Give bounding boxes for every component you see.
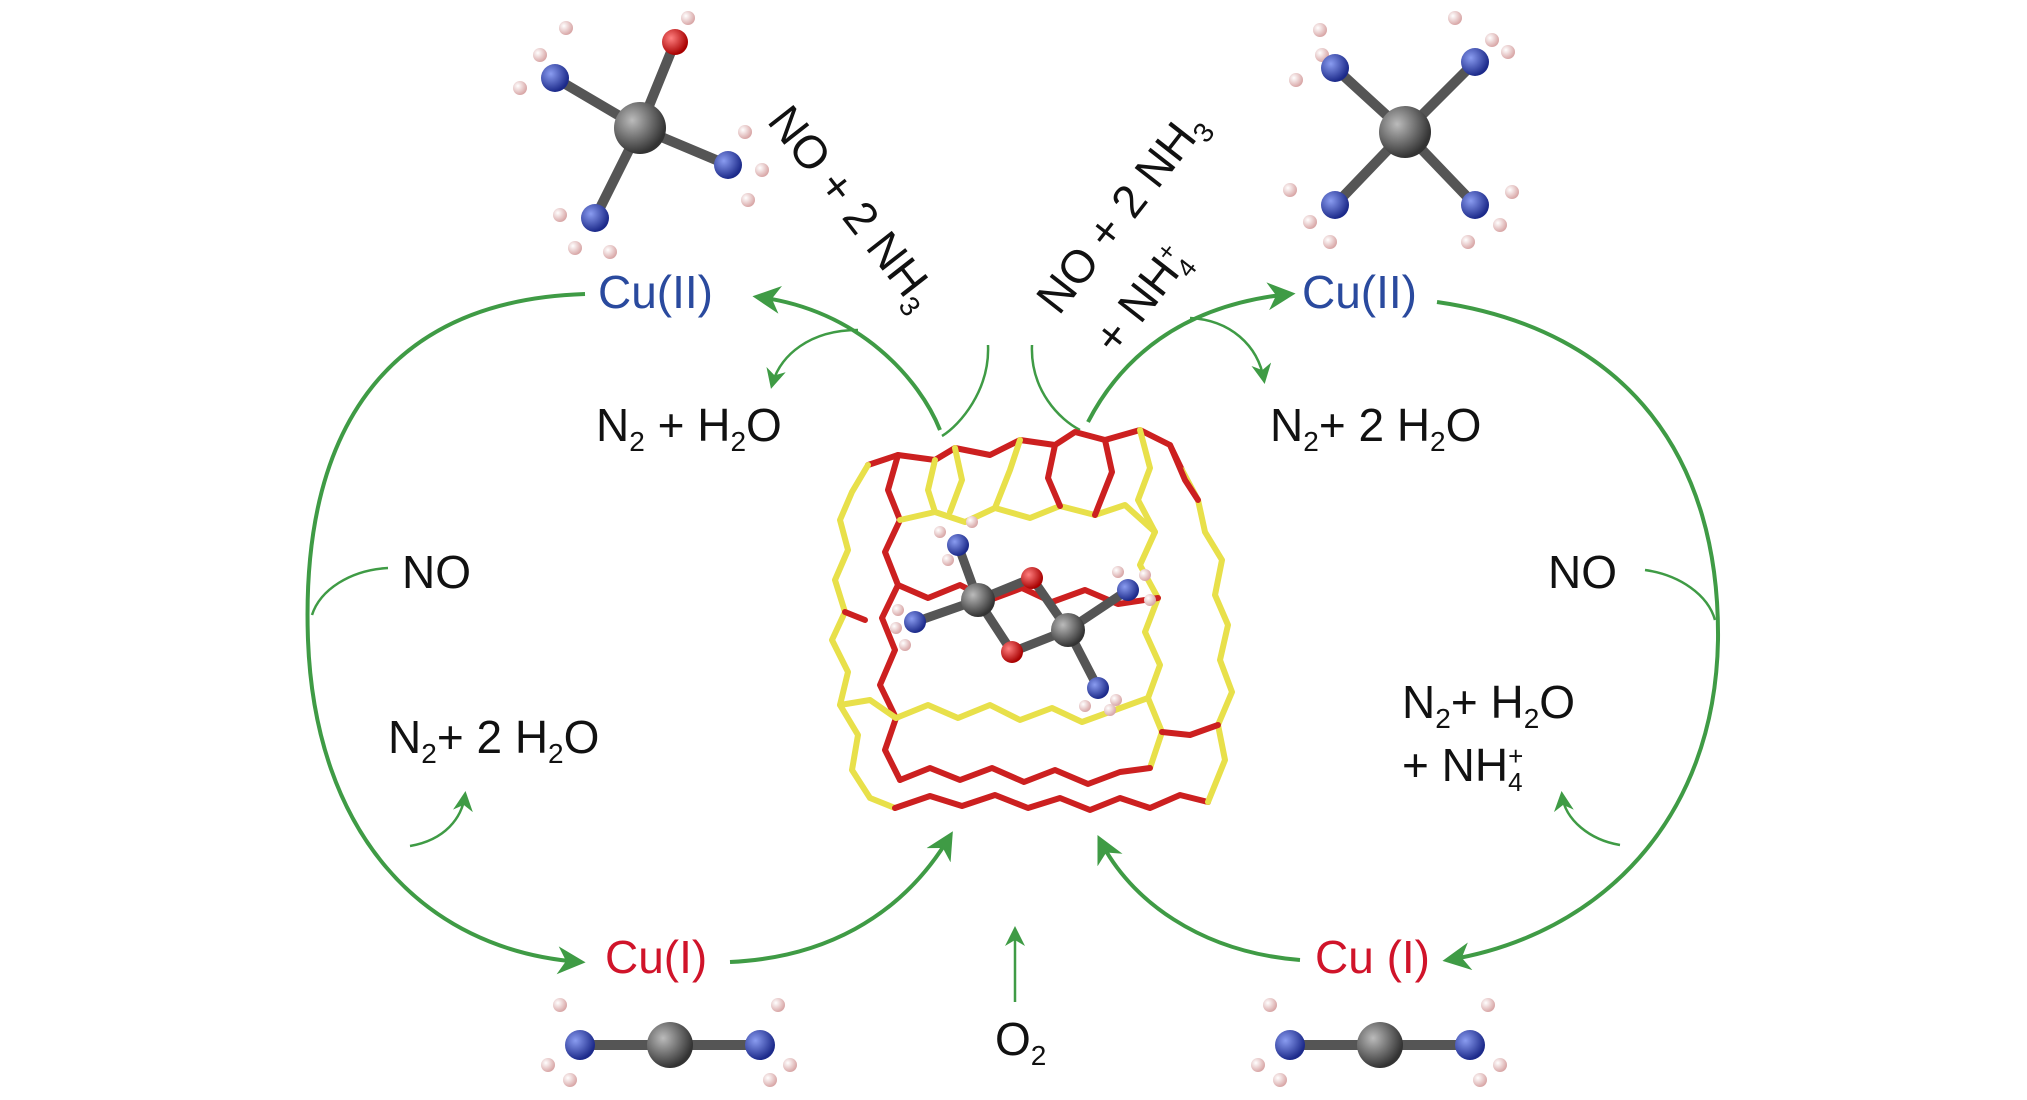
right-arrow-center-to-cu2 (1086, 282, 1296, 423)
right-arrow-cu1-to-center (1097, 834, 1301, 962)
right-top-reactant-branch (1030, 344, 1081, 432)
molecule-top-right (1283, 11, 1519, 249)
pt: + H (644, 399, 731, 451)
pt: + NH (1402, 739, 1509, 791)
pt: N (1270, 399, 1304, 451)
pt: O (746, 399, 782, 451)
pt-sub: 2 (730, 426, 747, 458)
pt: N (596, 399, 630, 451)
o2-sub: 2 (1030, 1040, 1047, 1072)
pt-sub: 2 (1435, 703, 1451, 735)
pt: N (388, 711, 422, 763)
center-cu-atom (1051, 613, 1085, 647)
pt-sub: 2 (548, 738, 564, 770)
left-arc-cu2-to-cu1 (305, 292, 586, 975)
molecule-bottom-left (541, 998, 797, 1087)
pt: N (1402, 676, 1436, 728)
right-cycle-arrows (1086, 282, 1721, 971)
pt-sub: 2 (1430, 426, 1446, 458)
pt-sub: 2 (629, 426, 645, 458)
pt-sup: + (1508, 740, 1524, 771)
pt-sub: 2 (1303, 426, 1319, 458)
left-bottom-product-branch (409, 791, 473, 848)
molecule-bottom-right (1251, 998, 1507, 1087)
left-top-product-branch (766, 328, 859, 389)
cu2-left-label: Cu(II) (598, 266, 713, 318)
pt-sub: 2 (421, 738, 437, 770)
right-no-branch (1644, 568, 1717, 621)
center-o-atom (1001, 641, 1023, 663)
product-top-left: N2 + H2O (596, 398, 782, 458)
left-small-arrows (310, 328, 990, 848)
zeolite-cage (829, 427, 1235, 813)
cu-dimer-complex (890, 516, 1156, 716)
molecule-top-left (513, 11, 769, 259)
no-left-label: NO (402, 546, 471, 598)
left-cycle-arrows (305, 285, 953, 975)
center-o-atom (1021, 567, 1043, 589)
cu2-right-label: Cu(II) (1302, 266, 1417, 318)
center-n-atom (904, 611, 926, 633)
right-small-arrows (1030, 316, 1717, 847)
center-n-atom (947, 534, 969, 556)
pt-sub: 4 (1508, 766, 1523, 797)
right-top-product-branch (1189, 316, 1272, 384)
left-arrow-center-to-cu2 (752, 285, 942, 431)
right-arc-cu2-to-cu1 (1436, 300, 1721, 971)
pt: + 2 H (436, 711, 549, 763)
product-bottom-right-line1: N2+ H2O (1402, 675, 1575, 735)
product-bottom-right-line2: + NH+4 (1402, 738, 1523, 795)
product-bottom-left: N2+ 2 H2O (388, 710, 599, 770)
left-no-branch (310, 566, 389, 616)
pt: O (1539, 676, 1576, 728)
pt: O (1445, 399, 1482, 451)
pt-sub: 2 (1523, 703, 1540, 735)
cu1-left-label: Cu(I) (605, 931, 708, 983)
pt: + 2 H (1318, 399, 1431, 451)
cu1-right-label: Cu (I) (1315, 931, 1430, 983)
o2-label: O2 (995, 1012, 1046, 1072)
left-top-reactant-branch (941, 344, 990, 438)
center-n-atom (1087, 677, 1109, 699)
center-cu-atom (961, 583, 995, 617)
no-right-label: NO (1548, 546, 1617, 598)
pt: O (563, 711, 600, 763)
product-top-right: N2+ 2 H2O (1270, 398, 1481, 458)
center-h-atoms (890, 516, 1156, 716)
center-n-atom (1117, 579, 1139, 601)
left-arrow-cu1-to-center (729, 831, 953, 964)
o2-text: O (995, 1013, 1031, 1065)
pt: + H (1450, 676, 1524, 728)
right-bottom-product-branch (1553, 791, 1621, 847)
